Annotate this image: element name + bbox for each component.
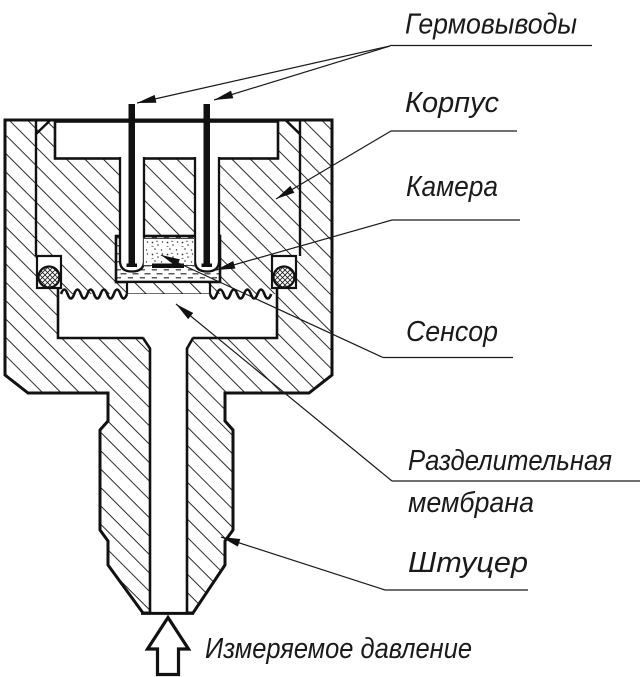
label-membrane-line1: Разделительная — [408, 445, 612, 477]
hermetic-pin-right — [203, 104, 210, 266]
pin-tip-right — [201, 263, 212, 267]
pin-tip-left — [126, 263, 137, 267]
pressure-cavity-outline — [56, 288, 279, 350]
leader-fitting — [220, 536, 386, 591]
leader-housing — [275, 130, 392, 200]
pressure-inlet-arrow — [144, 614, 192, 677]
o-ring-right — [272, 265, 296, 289]
sensor-block — [143, 238, 195, 266]
hermetic-pin-left — [128, 104, 135, 266]
membrane-wave-left — [59, 288, 129, 300]
leader-sensor — [160, 254, 384, 359]
support-plate — [125, 280, 212, 296]
leader-hermetic-lead-right — [213, 45, 391, 101]
label-fitting: Штуцер — [408, 547, 528, 579]
insert-boundary-right — [285, 119, 302, 256]
top-cavity — [53, 120, 280, 160]
pressure-cavity — [58, 294, 277, 348]
label-housing: Корпус — [405, 87, 499, 119]
leader-hermetic-lead-left — [136, 45, 391, 104]
sensor-die-bar — [152, 263, 184, 268]
label-chamber: Камера — [406, 171, 498, 203]
o-ring-left — [37, 265, 61, 289]
label-sensor: Сенсор — [406, 316, 498, 348]
bore-channel — [150, 348, 187, 613]
insert-boundary-left — [34, 119, 51, 256]
label-membrane-line2: мембрана — [408, 487, 534, 519]
membrane-wave-right — [208, 288, 273, 300]
bore-walls — [148, 348, 189, 613]
leader-membrane — [175, 303, 393, 482]
label-hermetic-leads: Гермовыводы — [405, 9, 577, 41]
leader-chamber — [215, 219, 393, 271]
label-measured-pressure: Измеряемое давление — [205, 633, 472, 665]
